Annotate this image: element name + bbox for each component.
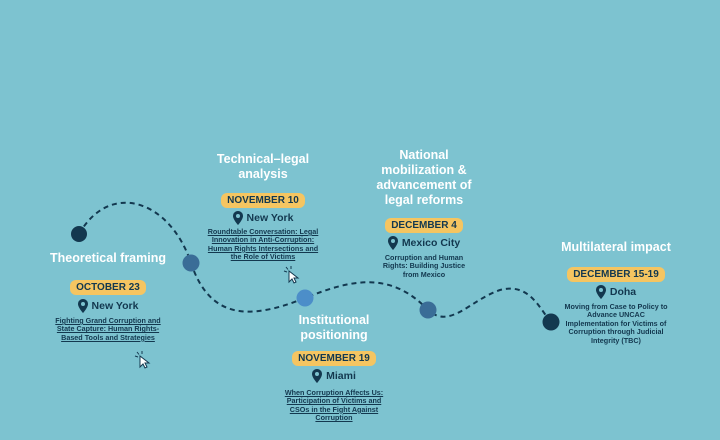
location-label: New York bbox=[246, 212, 294, 224]
milestone-location: Miami bbox=[272, 369, 396, 383]
location-label: Doha bbox=[609, 286, 637, 298]
milestone-date: NOVEMBER 19 bbox=[292, 351, 376, 366]
milestone-location: Mexico City bbox=[362, 236, 486, 250]
milestone-title: National mobilization & advancement of l… bbox=[376, 148, 472, 207]
event-link[interactable]: Fighting Grand Corruption and State Capt… bbox=[55, 316, 161, 342]
milestone-title: Theoretical framing bbox=[50, 251, 166, 265]
timeline-node-3 bbox=[296, 289, 314, 307]
map-pin-icon bbox=[232, 211, 243, 225]
milestone-location: New York bbox=[46, 299, 170, 313]
event-description: Moving from Case to Policy to Advance UN… bbox=[564, 302, 668, 345]
milestone-title: Institutional positioning bbox=[298, 313, 370, 342]
timeline-node-2 bbox=[182, 254, 200, 272]
click-cursor-icon bbox=[283, 266, 300, 284]
map-pin-icon bbox=[312, 369, 323, 383]
milestone-1: Theoretical framing OCTOBER 23 New York … bbox=[46, 251, 170, 342]
timeline-node-1 bbox=[71, 226, 87, 242]
milestone-date: DECEMBER 15-19 bbox=[567, 267, 665, 282]
timeline-node-4 bbox=[419, 301, 437, 319]
milestone-date: OCTOBER 23 bbox=[70, 280, 146, 295]
milestone-location: New York bbox=[203, 211, 323, 225]
milestone-date: DECEMBER 4 bbox=[385, 218, 463, 233]
milestone-2: Technical–legal analysis NOVEMBER 10 New… bbox=[203, 152, 323, 262]
event-description: Corruption and Human Rights: Building Ju… bbox=[382, 253, 466, 279]
event-link[interactable]: Roundtable Conversation: Legal Innovatio… bbox=[207, 227, 319, 262]
map-pin-icon bbox=[387, 236, 398, 250]
click-cursor-icon bbox=[134, 351, 151, 369]
map-pin-icon bbox=[77, 299, 88, 313]
location-label: Miami bbox=[326, 370, 356, 382]
milestone-5: Multilateral impact DECEMBER 15-19 Doha … bbox=[556, 240, 676, 345]
milestone-4: National mobilization & advancement of l… bbox=[362, 148, 486, 279]
milestone-date: NOVEMBER 10 bbox=[221, 193, 305, 208]
location-label: Mexico City bbox=[401, 237, 461, 249]
event-link[interactable]: When Corruption Affects Us: Participatio… bbox=[284, 388, 384, 423]
milestone-3: Institutional positioning NOVEMBER 19 Mi… bbox=[272, 313, 396, 423]
map-pin-icon bbox=[595, 285, 606, 299]
location-label: New York bbox=[91, 300, 139, 312]
milestone-title: Multilateral impact bbox=[561, 240, 671, 254]
timeline-node-5 bbox=[542, 313, 560, 331]
milestone-location: Doha bbox=[556, 285, 676, 299]
milestone-title: Technical–legal analysis bbox=[216, 152, 310, 181]
